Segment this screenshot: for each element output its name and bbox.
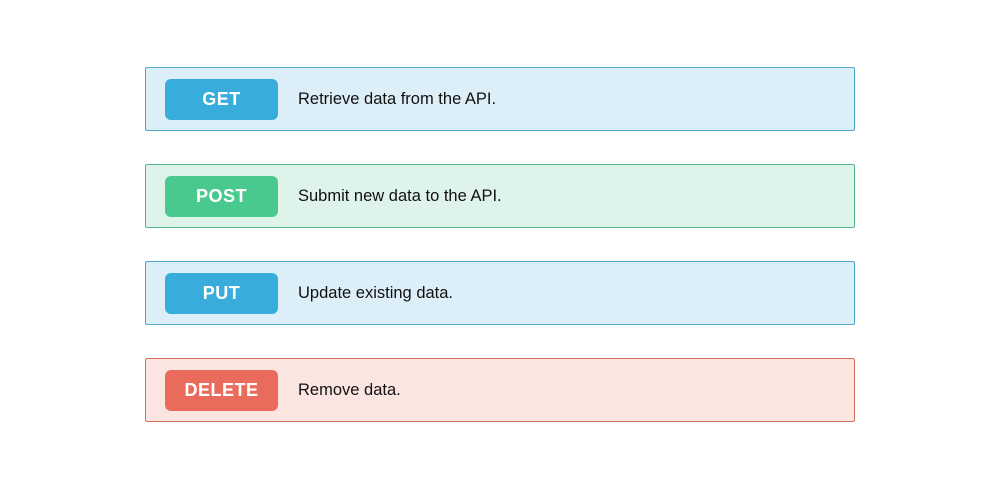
method-badge: GET xyxy=(165,78,278,120)
method-badge: PUT xyxy=(165,272,278,314)
method-badge: POST xyxy=(165,175,278,217)
http-method-card: GET Retrieve data from the API. xyxy=(145,67,855,131)
method-badge: DELETE xyxy=(165,369,278,411)
http-method-card: PUT Update existing data. xyxy=(145,261,855,325)
http-methods-list: GET Retrieve data from the API. POST Sub… xyxy=(145,67,855,422)
method-description: Submit new data to the API. xyxy=(298,186,502,205)
method-description: Retrieve data from the API. xyxy=(298,89,497,108)
http-method-card: POST Submit new data to the API. xyxy=(145,164,855,228)
method-description: Remove data. xyxy=(298,380,401,399)
method-description: Update existing data. xyxy=(298,283,454,302)
http-method-card: DELETE Remove data. xyxy=(145,358,855,422)
